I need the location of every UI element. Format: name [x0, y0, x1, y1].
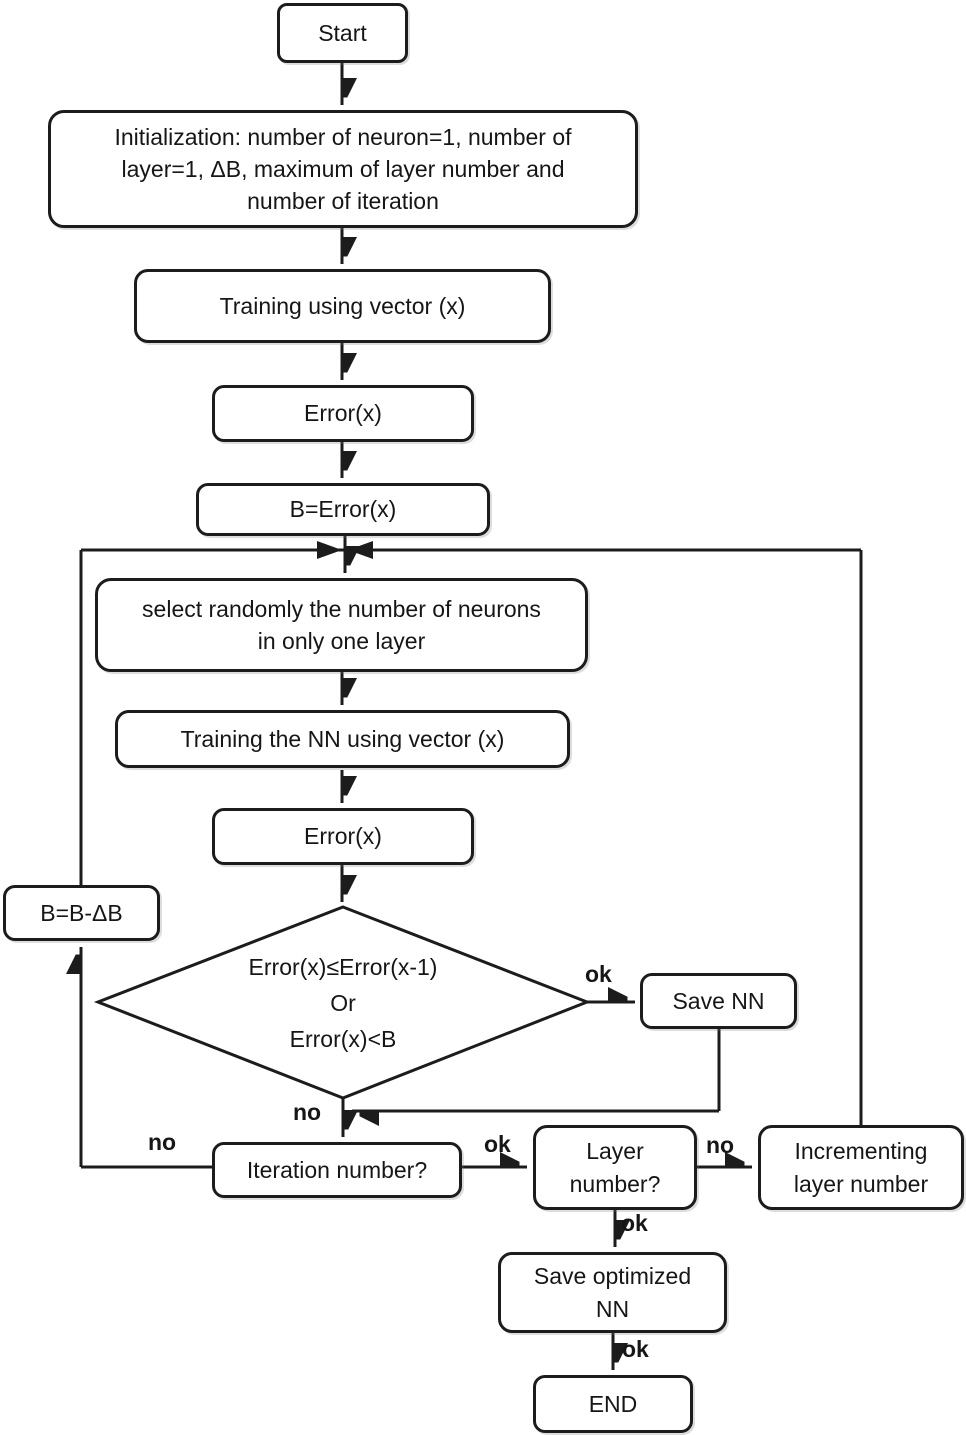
- node-b-update-label: B=B-ΔB: [40, 899, 123, 926]
- node-select-random: select randomly the number of neurons in…: [95, 578, 588, 672]
- node-end: END: [533, 1375, 693, 1433]
- node-b-update: B=B-ΔB: [3, 885, 160, 941]
- node-error-2: Error(x): [212, 808, 474, 865]
- node-iteration-number: Iteration number?: [212, 1142, 462, 1198]
- node-b-equals-error: B=Error(x): [196, 483, 490, 536]
- node-save-optimized-label: Save optimized NN: [533, 1263, 692, 1322]
- node-layer-number-label: Layer number?: [569, 1138, 661, 1197]
- node-iteration-number-label: Iteration number?: [246, 1156, 428, 1183]
- node-incrementing-layer-label: Incrementing layer number: [793, 1138, 929, 1197]
- node-save-nn: Save NN: [640, 973, 797, 1029]
- edge-label-ok-save-optimized-down: ok: [622, 1336, 649, 1362]
- edge-label-ok-layer-down: ok: [621, 1210, 648, 1236]
- node-layer-number: Layer number?: [533, 1125, 697, 1210]
- node-start: Start: [277, 3, 408, 63]
- node-training-vector: Training using vector (x): [134, 269, 551, 343]
- edge-label-ok-iteration-right: ok: [484, 1131, 511, 1157]
- node-select-random-label: select randomly the number of neurons in…: [142, 595, 541, 654]
- node-error-2-label: Error(x): [304, 823, 382, 850]
- node-decision-error-label: Error(x)≤Error(x-1) Or Error(x)<B: [248, 953, 438, 1053]
- node-error-1-label: Error(x): [304, 400, 382, 427]
- edge-label-no-layer-right: no: [706, 1132, 735, 1158]
- junction-arrow-right: [348, 541, 373, 559]
- node-save-optimized: Save optimized NN: [498, 1252, 727, 1333]
- node-save-nn-label: Save NN: [672, 987, 765, 1014]
- node-end-label: END: [588, 1390, 638, 1417]
- node-start-label: Start: [318, 19, 367, 46]
- node-b-equals-error-label: B=Error(x): [289, 496, 397, 523]
- node-training-nn-label: Training the NN using vector (x): [180, 725, 505, 752]
- node-incrementing-layer: Incrementing layer number: [758, 1125, 964, 1210]
- junction-arrow-left: [317, 541, 342, 559]
- node-initialization-label: Initialization: number of neuron=1, numb…: [114, 123, 572, 215]
- decision-diamond-shape: [93, 905, 592, 1100]
- edge-label-no-decision-down: no: [293, 1099, 322, 1125]
- node-training-vector-label: Training using vector (x): [219, 292, 466, 319]
- node-error-1: Error(x): [212, 385, 474, 442]
- edge-label-ok-decision-save: ok: [585, 961, 612, 987]
- node-initialization: Initialization: number of neuron=1, numb…: [48, 110, 638, 228]
- edge-label-no-iteration-left: no: [148, 1129, 177, 1155]
- node-training-nn: Training the NN using vector (x): [115, 710, 570, 768]
